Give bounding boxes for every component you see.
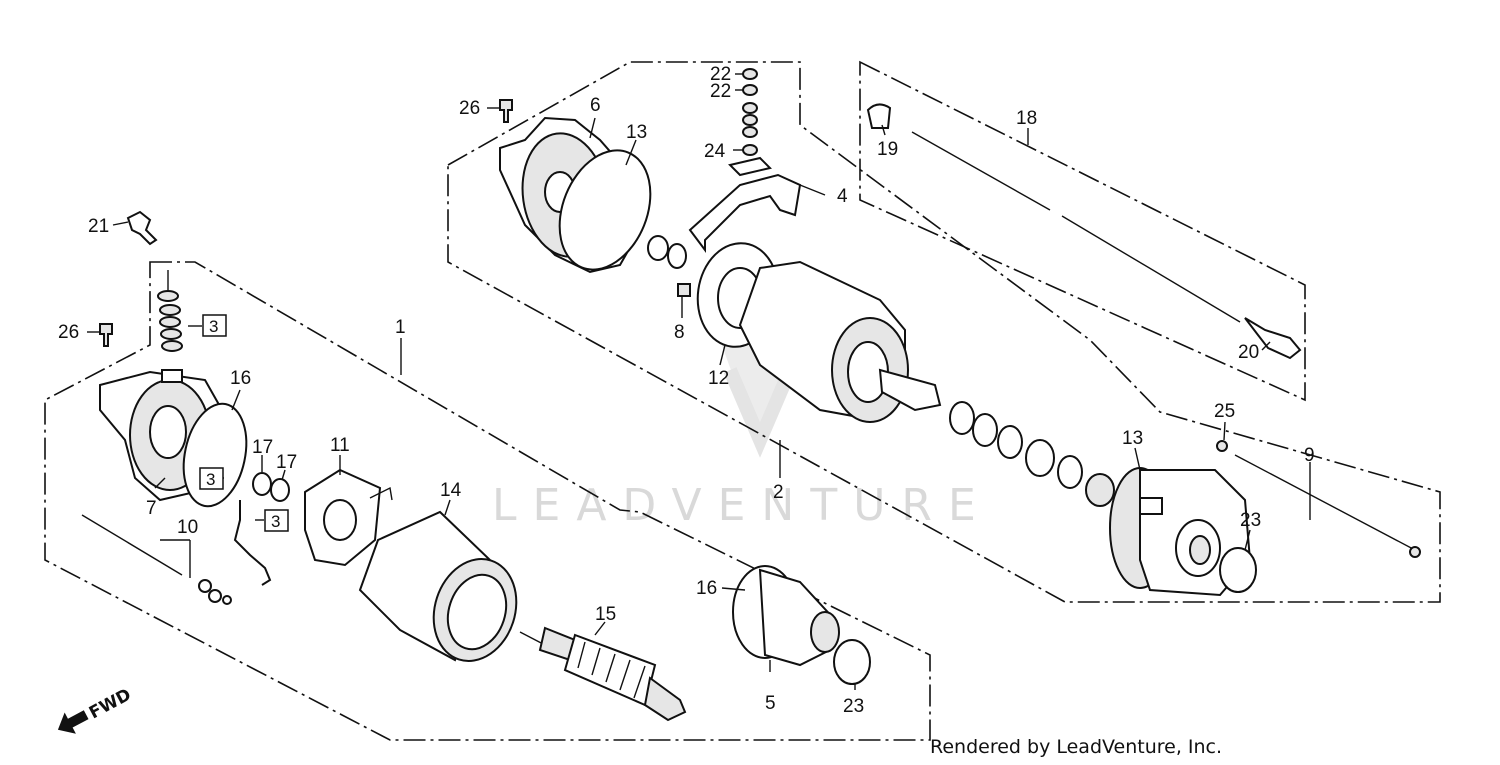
group-outline-2: [447, 61, 1441, 603]
washer-10a: [198, 579, 212, 593]
label-part-16-lower: 16: [696, 578, 717, 599]
shaft-washer-3: [997, 425, 1023, 459]
group-outline-1: [44, 261, 931, 741]
label-part-17b: 17: [276, 452, 297, 473]
label-part-10: 10: [177, 517, 198, 538]
o-ring-23-right: [1219, 547, 1257, 593]
cable-18-drawing: [866, 103, 1302, 360]
label-part-24: 24: [704, 141, 726, 162]
label-part-6: 6: [590, 95, 601, 116]
yoke-drawing: [358, 510, 518, 662]
label-part-23-lower: 23: [843, 696, 864, 717]
boxed-label-2: 3: [206, 470, 215, 489]
label-part-14: 14: [440, 480, 462, 501]
label-part-8: 8: [674, 322, 685, 343]
label-part-7: 7: [146, 498, 157, 519]
label-part-2: 2: [773, 482, 784, 503]
armature-drawing: [519, 626, 687, 722]
part-drawings: [81, 68, 1421, 722]
label-part-9: 9: [1304, 445, 1315, 466]
label-part-25: 25: [1214, 401, 1235, 422]
watermark-text: LEADVENTURE: [492, 480, 992, 531]
group-outline-18: [859, 60, 1306, 402]
washer-10c: [222, 595, 232, 605]
label-part-21: 21: [88, 216, 109, 237]
terminal-washer-stack: [157, 270, 183, 352]
label-part-26-left: 26: [58, 322, 79, 343]
washer-17b: [270, 478, 290, 502]
label-part-13-upper: 13: [626, 122, 647, 143]
yoke-main-drawing: [738, 260, 942, 423]
fwd-label: FWD: [86, 685, 135, 724]
part-labels: 1 2 4 5 6 7 8 9 10 11 12 13 13 14 15 16 …: [58, 64, 1315, 717]
brush-plate-drawing: [688, 173, 802, 253]
boxed-label-frame-3: [264, 509, 289, 532]
washer-stack-upper: [728, 68, 772, 177]
brush-holder-drawing: [304, 468, 393, 567]
credit-text: Rendered by LeadVenture, Inc.: [930, 736, 1223, 758]
boxed-label-1: 3: [209, 317, 218, 336]
washer-17a: [252, 472, 272, 496]
washer-upper-a: [647, 235, 669, 261]
o-ring-13-upper: [558, 149, 652, 271]
label-part-12: 12: [708, 368, 729, 389]
fwd-arrow: FWD: [57, 685, 135, 734]
bearing: [1085, 473, 1115, 507]
nut-25: [1216, 440, 1228, 452]
boxed-label-3: 3: [271, 512, 280, 531]
label-part-13-right: 13: [1122, 428, 1143, 449]
label-part-23-right: 23: [1240, 510, 1261, 531]
label-part-15: 15: [595, 604, 616, 625]
nut-8: [677, 283, 691, 297]
label-part-20: 20: [1238, 342, 1259, 363]
label-part-18: 18: [1016, 108, 1037, 129]
washer-10b: [208, 589, 222, 603]
boxed-labels: 3 3 3: [199, 314, 289, 532]
label-part-5: 5: [765, 693, 776, 714]
label-part-19: 19: [877, 139, 898, 160]
shaft-washer-1: [949, 401, 975, 435]
shaft-washer-5: [1057, 455, 1083, 489]
front-cover-drawing: [732, 565, 840, 667]
label-part-22a: 22: [710, 64, 731, 85]
boxed-label-frame-1: [202, 314, 227, 337]
washer-upper-b: [667, 243, 687, 269]
label-part-4: 4: [837, 186, 848, 207]
label-part-26-upper: 26: [459, 98, 480, 119]
shaft-washer-2: [972, 413, 998, 447]
bolt-26-upper: [499, 99, 513, 123]
label-part-17a: 17: [252, 437, 273, 458]
brush-lead: [233, 500, 272, 586]
bolt-9-end: [1409, 546, 1421, 558]
label-part-16-left: 16: [230, 368, 251, 389]
boxed-label-frame-2: [199, 467, 224, 490]
bolt-9: [1234, 454, 1416, 551]
o-ring-23-bottom: [833, 639, 871, 685]
leader-lines: [87, 73, 1311, 690]
shaft-washer-4: [1025, 439, 1055, 477]
label-part-1: 1: [395, 317, 406, 338]
group-outlines: [44, 60, 1441, 741]
label-part-11: 11: [330, 435, 350, 456]
label-part-22b: 22: [710, 81, 731, 102]
through-bolt: [81, 514, 183, 576]
bolt-26-left: [99, 323, 113, 347]
fwd-arrow-icon: [57, 710, 89, 734]
terminal-21: [126, 210, 158, 246]
